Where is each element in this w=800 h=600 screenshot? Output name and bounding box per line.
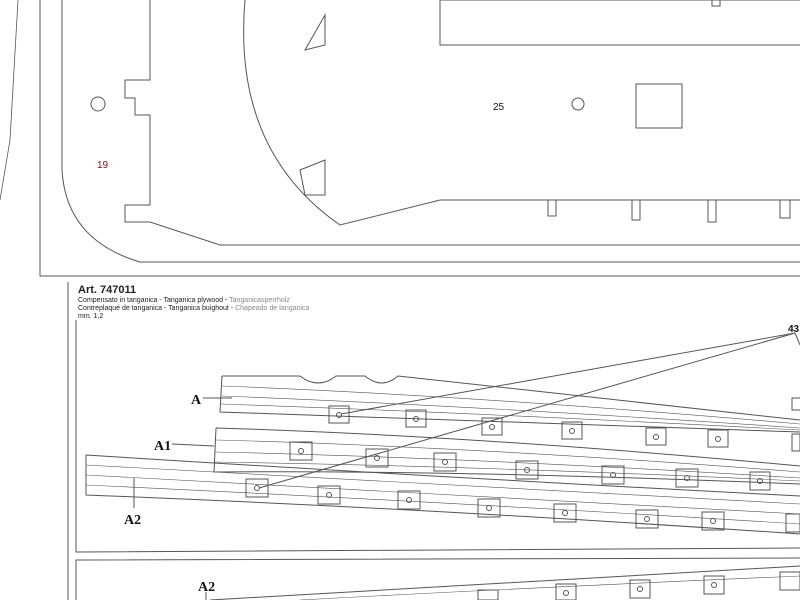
strip-a-outline <box>219 375 800 433</box>
material-line-1: Compensato in tanganica - Tanganica plyw… <box>78 297 309 305</box>
part-19-hole <box>90 96 106 112</box>
part-43-blocks <box>245 405 800 600</box>
upper-panel-frame <box>39 0 800 277</box>
part-25-square-slot <box>635 83 683 129</box>
part-25-notch-3 <box>707 200 717 223</box>
leader-43-1 <box>340 332 796 415</box>
strip-a-end-notch <box>791 397 800 411</box>
material-line-2-grey: Chapeado de tanganica <box>235 305 310 312</box>
part-25-hole <box>571 97 585 111</box>
strip-a1-outline <box>213 427 800 485</box>
material-line-1-grey: Tanganicasperrholz <box>229 297 290 304</box>
leader-a1 <box>171 443 215 447</box>
material-line-2-main: Contreplaqué de tanganica - Tanganica bu… <box>78 305 236 312</box>
material-line-1-main: Compensato in tanganica - Tanganica plyw… <box>78 297 230 304</box>
bottom-strip-outline <box>209 565 800 600</box>
leader-43-2 <box>258 332 796 489</box>
part-25-notch-1 <box>547 200 557 217</box>
strip-a2-outline <box>85 454 800 535</box>
strip-a1-plank-1 <box>215 439 800 473</box>
strip-a-plank-2 <box>221 395 800 429</box>
label-a1: A1 <box>154 439 171 454</box>
bottom-strip-plank <box>299 575 800 600</box>
strip-a1-plank-3 <box>214 461 800 482</box>
part-25-tab <box>711 0 721 7</box>
material-header: Art. 747011 Compensato in tanganica - Ta… <box>78 284 309 321</box>
leader-43-3 <box>794 332 800 346</box>
strip-a2-plank-3 <box>85 484 800 525</box>
label-a2: A2 <box>124 513 141 528</box>
part-19-number: 19 <box>97 160 109 171</box>
material-thickness: mm. 1,2 <box>78 313 104 320</box>
bottom-panel-frame <box>75 557 800 600</box>
label-a2-lower: A2 <box>198 580 215 595</box>
part-25-notch-2 <box>631 200 641 221</box>
lower-panel-frame-inner <box>75 320 800 553</box>
part-19-outline <box>61 0 800 263</box>
part-25-number: 25 <box>493 102 505 113</box>
label-a: A <box>191 393 202 408</box>
strip-a2-plank-2 <box>85 474 800 515</box>
material-line-2: Contreplaqué de tanganica - Tanganica bu… <box>78 305 309 313</box>
part-25-cutout-upper <box>303 13 326 51</box>
sheet-left-edge <box>0 0 19 201</box>
article-number: Art. 747011 <box>78 284 137 296</box>
strip-a-plank-1 <box>221 385 800 425</box>
part-25-outline <box>243 0 800 226</box>
part-25-cutout-lower <box>299 159 326 196</box>
strip-a-plank-3 <box>220 403 800 431</box>
part-25-notch-4 <box>779 200 791 219</box>
part-43-number: 43 <box>788 324 800 335</box>
